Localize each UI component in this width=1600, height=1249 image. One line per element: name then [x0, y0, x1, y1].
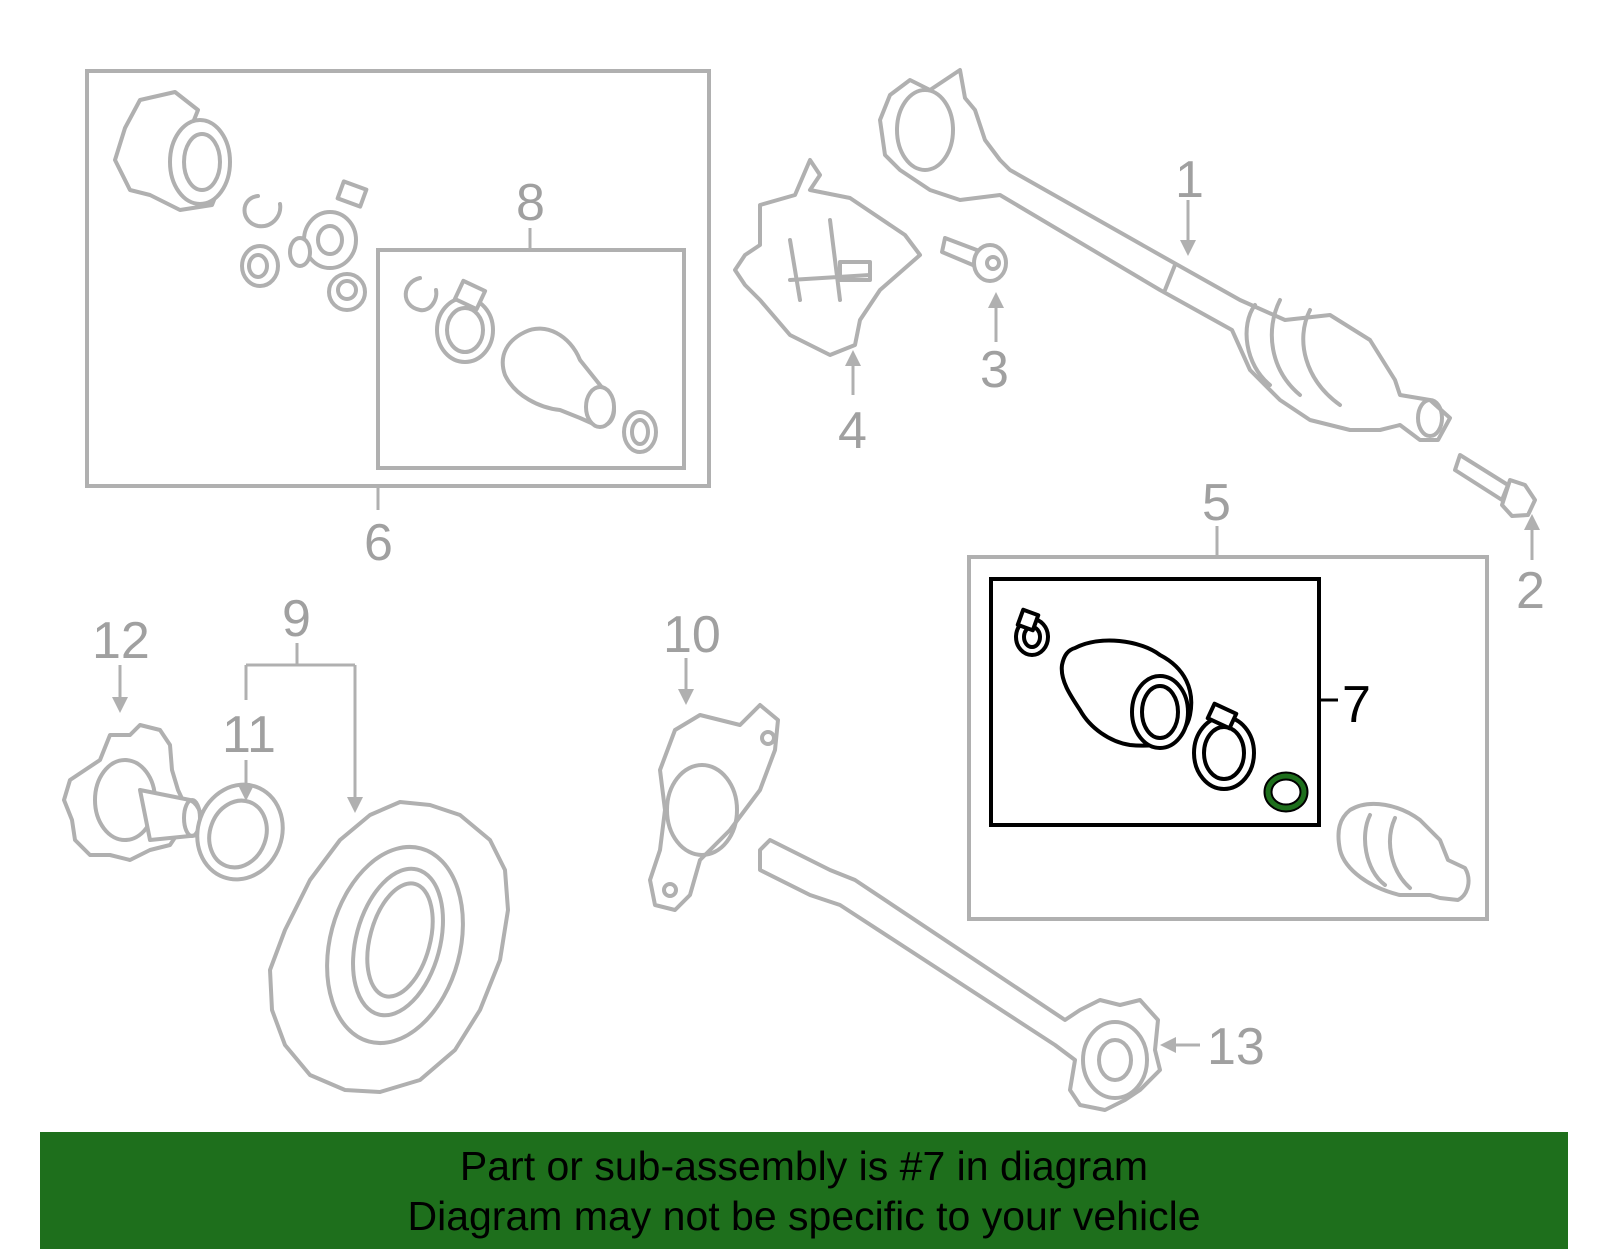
callout-6: 6: [364, 514, 393, 572]
bolt-2: [1453, 453, 1537, 518]
gasket-10: [648, 703, 780, 912]
banner-line-1: Part or sub-assembly is #7 in diagram: [459, 1143, 1149, 1189]
tripod-spider: [288, 179, 369, 270]
boot-kit-8: [403, 276, 658, 454]
callout-13: 13: [1207, 1018, 1265, 1076]
outer-joint: [1336, 801, 1471, 902]
half-shaft-13: [758, 838, 1162, 1112]
callout-9: 9: [282, 590, 311, 648]
callout-10: 10: [663, 606, 721, 664]
differential-cover-9: [268, 800, 510, 1094]
retaining-ring: [327, 272, 367, 312]
axle-shaft-1: [878, 68, 1452, 442]
assembly-box-5: [967, 555, 1489, 921]
circlip-small: [242, 194, 283, 229]
callout-11: 11: [222, 706, 276, 764]
inner-joint-housing: [113, 90, 232, 212]
spacer-ring: [240, 244, 280, 288]
callout-2: 2: [1516, 562, 1545, 620]
bolt-3: [940, 236, 1008, 283]
heat-shield: [733, 158, 922, 357]
assembly-box-7: [989, 577, 1321, 827]
callout-7: 7: [1342, 676, 1371, 734]
boot-kit-7: [1014, 607, 1309, 813]
callout-12: 12: [92, 612, 150, 670]
banner-line-2: Diagram may not be specific to your vehi…: [407, 1193, 1201, 1239]
seal-11: [195, 782, 285, 882]
flange-12: [62, 723, 204, 862]
callout-4: 4: [838, 402, 867, 460]
callout-5: 5: [1202, 474, 1231, 532]
leader-lines: [112, 200, 1540, 1053]
callout-8: 8: [516, 174, 545, 232]
callout-1: 1: [1175, 151, 1204, 209]
assembly-box-6: [85, 69, 711, 488]
callout-3: 3: [980, 341, 1009, 399]
info-banner: Part or sub-assembly is #7 in diagram Di…: [40, 1132, 1568, 1249]
